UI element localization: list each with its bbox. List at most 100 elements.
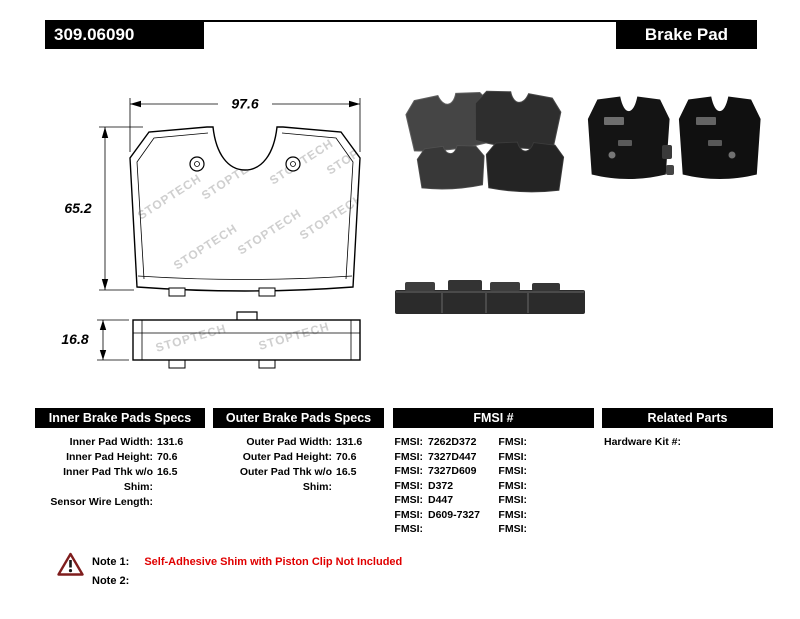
spec-label: Inner Pad Width: [69,436,153,448]
fmsi-value: 7262D372 [428,436,477,448]
warning-icon [57,552,84,576]
dimension-thickness-label: 16.8 [61,331,88,347]
fmsi-row: FMSI: 7262D372 FMSI: [393,435,594,450]
fmsi-label: FMSI: [394,508,423,521]
spec-value: 131.6 [157,436,184,448]
spec-row: Hardware Kit #: [602,435,773,450]
spec-label: Sensor Wire Length: [50,496,153,508]
spec-label: Outer Pad Width: [246,436,332,448]
fmsi-row: FMSI: FMSI: [393,522,594,537]
fmsi-value: 7327D447 [428,450,477,463]
spec-label: Outer Pad Thk w/o Shim: [239,466,332,493]
part-number: 309.06090 [54,24,135,44]
inner-specs-header: Inner Brake Pads Specs [35,408,205,428]
fmsi-value [527,522,594,537]
note-1: Note 1: Self-Adhesive Shim with Piston C… [92,556,402,568]
spec-row: Sensor Wire Length: [35,495,205,510]
spec-value: 70.6 [336,451,357,463]
note-2: Note 2: [92,575,141,587]
fmsi-header: FMSI # [393,408,594,428]
fmsi-value: D609-7327 [428,508,480,521]
stoptech-watermark: STOPTECH [199,151,268,203]
product-photo-group-2 [587,96,761,179]
spec-row: Outer Pad Height: 70.6 [213,450,384,465]
product-photo-edge-row [395,280,585,314]
inner-specs-table: Inner Brake Pads Specs Inner Pad Width: … [35,408,205,537]
fmsi-label: FMSI: [394,523,423,535]
product-title-box: Brake Pad [616,20,757,49]
fmsi-label: FMSI: [498,450,527,463]
dimension-width-label: 97.6 [231,96,258,112]
fmsi-row: FMSI: 7327D447 FMSI: [393,450,594,465]
fmsi-label: FMSI: [498,523,527,535]
spec-row: Inner Pad Thk w/o Shim: 16.5 [35,465,205,495]
fmsi-row: FMSI: D609-7327 FMSI: [393,508,594,523]
stoptech-watermark: STOPTECH [135,171,204,223]
spec-value: 131.6 [336,436,363,448]
fmsi-value [527,493,594,508]
spec-value: 70.6 [157,451,178,463]
stoptech-watermark: STOPTECH [257,319,331,353]
technical-drawing: STOPTECH STOPTECH STOPTECH STOPTECH STOP… [61,96,385,369]
stoptech-watermark: STOPTECH [267,136,336,188]
part-number-box: 309.06090 [45,20,204,49]
stoptech-watermark: STOPTECH [171,221,240,273]
dimension-height: 65.2 [64,126,143,291]
dimension-width: 97.6 [129,96,361,152]
stoptech-watermark: STOPTECH [324,126,385,178]
spec-row: Outer Pad Thk w/o Shim: 16.5 [213,465,384,495]
spec-value: 16.5 [157,466,178,478]
fmsi-row: FMSI: D372 FMSI: [393,479,594,494]
product-title: Brake Pad [644,24,729,44]
product-photo-group-1 [403,87,565,194]
fmsi-label: FMSI: [394,494,423,506]
spec-row: Outer Pad Width: 131.6 [213,435,384,450]
fmsi-value [527,508,594,523]
fmsi-value: D372 [428,479,454,492]
fmsi-label: FMSI: [394,479,423,492]
note-1-label: Note 1: [92,556,130,568]
spec-label: Hardware Kit #: [604,436,682,448]
note-2-label: Note 2: [92,575,130,587]
stoptech-watermark: STOPTECH STOPTECH [154,319,331,355]
fmsi-value [527,479,594,494]
fmsi-label: FMSI: [394,450,423,463]
spec-value [153,495,205,510]
pad-edge-view [132,311,361,369]
note-1-text: Self-Adhesive Shim with Piston Clip Not … [144,556,403,568]
related-parts-header: Related Parts [602,408,773,428]
fmsi-label: FMSI: [498,494,527,506]
spec-row: Inner Pad Width: 131.6 [35,435,205,450]
fmsi-value [527,450,594,465]
stoptech-watermark: STOPTECH [235,206,304,258]
spec-tables: Inner Brake Pads Specs Inner Pad Width: … [35,408,773,537]
pad-front-view [129,126,361,297]
fmsi-value: D447 [428,494,454,506]
related-parts-table: Related Parts Hardware Kit #: [602,408,773,537]
fmsi-label: FMSI: [498,436,527,448]
fmsi-value: 7327D609 [428,465,477,477]
fmsi-row: FMSI: D447 FMSI: [393,493,594,508]
spec-row: Inner Pad Height: 70.6 [35,450,205,465]
product-photos [395,87,761,314]
spec-label: Inner Pad Height: [66,451,153,463]
spec-label: Outer Pad Height: [242,451,332,463]
fmsi-label: FMSI: [498,465,527,477]
fmsi-value [423,522,493,537]
dimension-thickness: 16.8 [61,319,129,361]
fmsi-row: FMSI: 7327D609 FMSI: [393,464,594,479]
fmsi-label: FMSI: [394,465,423,477]
spec-label: Inner Pad Thk w/o Shim: [63,466,153,493]
fmsi-label: FMSI: [498,479,527,492]
dimension-height-label: 65.2 [64,200,91,216]
fmsi-value [527,464,594,479]
stoptech-watermark: STOPTECH [154,321,228,355]
outer-specs-table: Outer Brake Pads Specs Outer Pad Width: … [213,408,384,537]
fmsi-label: FMSI: [498,508,527,521]
fmsi-label: FMSI: [394,436,423,448]
outer-specs-header: Outer Brake Pads Specs [213,408,384,428]
fmsi-value [527,435,594,450]
header-rule [45,20,757,22]
spec-value: 16.5 [336,466,357,478]
